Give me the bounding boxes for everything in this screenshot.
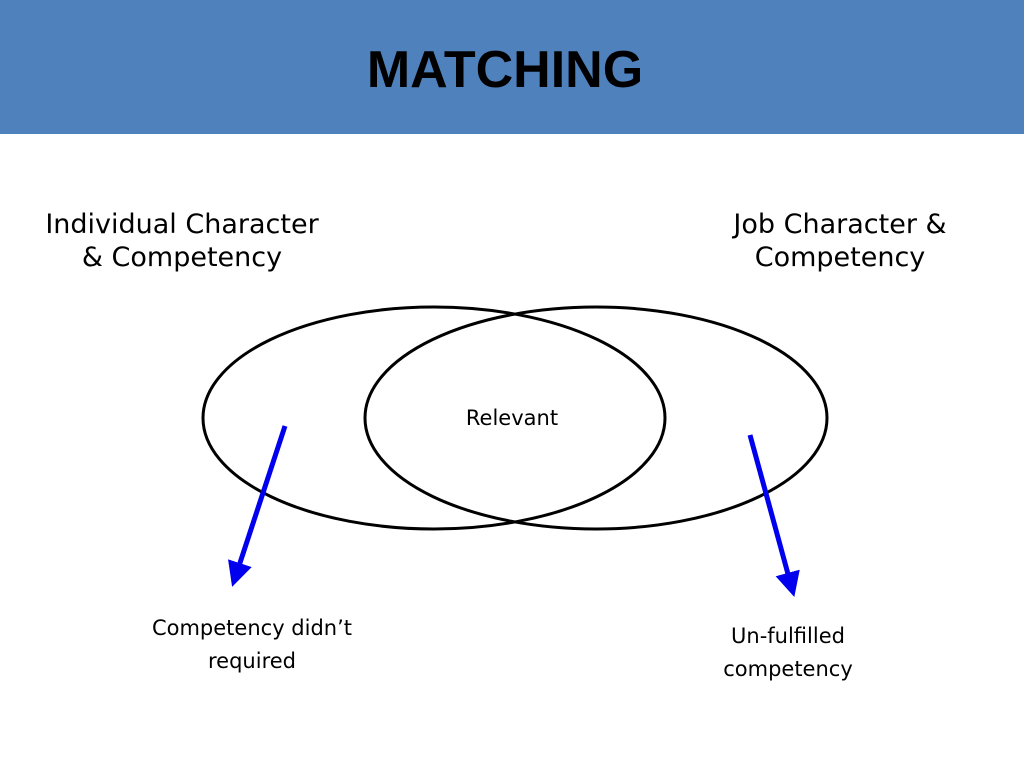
left-set-label: Individual Character & Competency [22,208,342,274]
left-only-label-line1: Competency didn’t [151,616,353,640]
left-only-label: Competency didn’t required [116,612,388,678]
left-set-ellipse [201,305,667,531]
left-set-label-line1: Individual Character [45,209,319,240]
right-set-ellipse [363,305,829,531]
left-arrow [228,425,288,587]
right-only-label-line2: competency [723,657,853,681]
right-set-label: Job Character & Competency [690,208,990,274]
left-only-label-line2: required [208,649,296,673]
right-arrow [747,434,800,598]
intersection-label: Relevant [465,406,559,430]
right-set-label-line2: Competency [754,242,926,273]
slide-title: MATCHING [366,41,644,99]
title-bar [0,0,1024,134]
right-set-label-line1: Job Character & [733,209,947,240]
left-set-label-line2: & Competency [81,242,283,273]
right-only-label: Un-fulfilled competency [668,620,908,686]
right-only-label-line1: Un-fulfilled [731,624,845,648]
